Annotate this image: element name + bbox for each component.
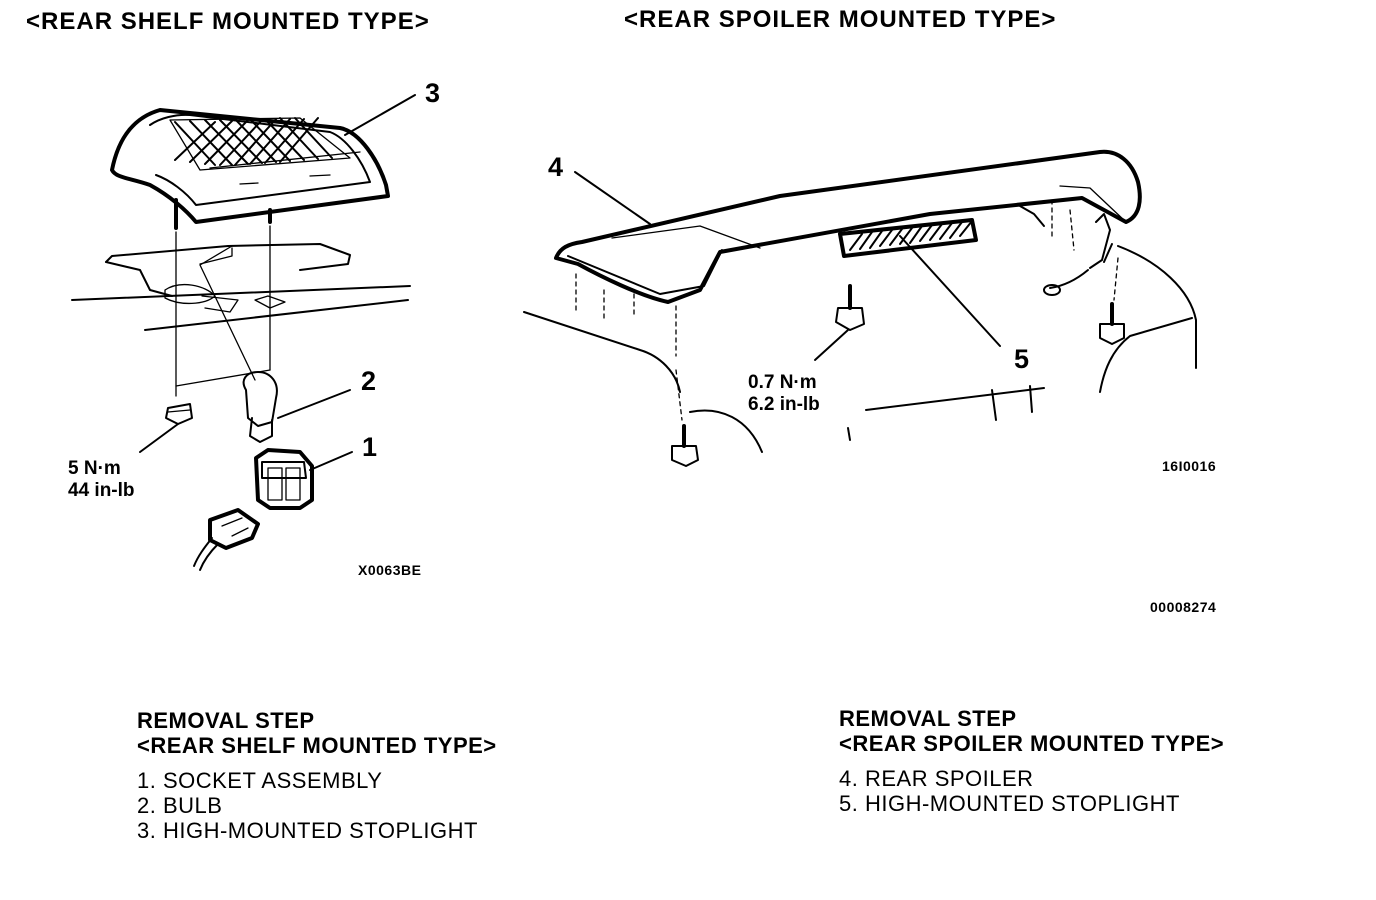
removal-step: 5. HIGH-MOUNTED STOPLIGHT [839, 791, 1180, 816]
removal-step: 4. REAR SPOILER [839, 766, 1034, 791]
torque-right: 0.7 N·m 6.2 in-lb [748, 372, 820, 416]
removal-step: 2. BULB [137, 793, 223, 818]
rear-shelf-stoplight-drawing [71, 94, 416, 571]
torque-left-inlb: 44 in-lb [68, 480, 135, 501]
removal-step: 3. HIGH-MOUNTED STOPLIGHT [137, 818, 478, 843]
callout-2: 2 [361, 366, 377, 396]
callout-5: 5 [1014, 344, 1030, 374]
page-code: 00008274 [1150, 599, 1217, 615]
bolt-right [1099, 302, 1125, 345]
removal-steps-rear-spoiler: REMOVAL STEP <REAR SPOILER MOUNTED TYPE>… [839, 706, 1224, 816]
header-rear-shelf: <REAR SHELF MOUNTED TYPE> [26, 8, 430, 35]
torque-left-nm: 5 N·m [68, 458, 121, 479]
removal-step: 1. SOCKET ASSEMBLY [137, 768, 383, 793]
figure-code-left: X0063BE [358, 562, 422, 578]
torque-right-nm: 0.7 N·m [748, 372, 817, 393]
removal-title-left: REMOVAL STEP [137, 708, 315, 733]
torque-left: 5 N·m 44 in-lb [68, 458, 135, 502]
removal-subtitle-left: <REAR SHELF MOUNTED TYPE> [137, 733, 497, 758]
bolt-left [671, 424, 699, 467]
callout-4: 4 [548, 152, 564, 182]
removal-subtitle-right: <REAR SPOILER MOUNTED TYPE> [839, 731, 1225, 756]
torque-right-inlb: 6.2 in-lb [748, 394, 820, 415]
rear-spoiler-stoplight-drawing [523, 149, 1197, 467]
figure-code-right: 16I0016 [1162, 458, 1217, 474]
header-rear-spoiler: <REAR SPOILER MOUNTED TYPE> [624, 6, 1057, 33]
removal-steps-rear-shelf: REMOVAL STEP <REAR SHELF MOUNTED TYPE> 1… [137, 708, 497, 843]
bolt-center [814, 284, 865, 361]
callout-3: 3 [425, 78, 441, 108]
removal-title-right: REMOVAL STEP [839, 706, 1017, 731]
callout-1: 1 [362, 432, 378, 462]
